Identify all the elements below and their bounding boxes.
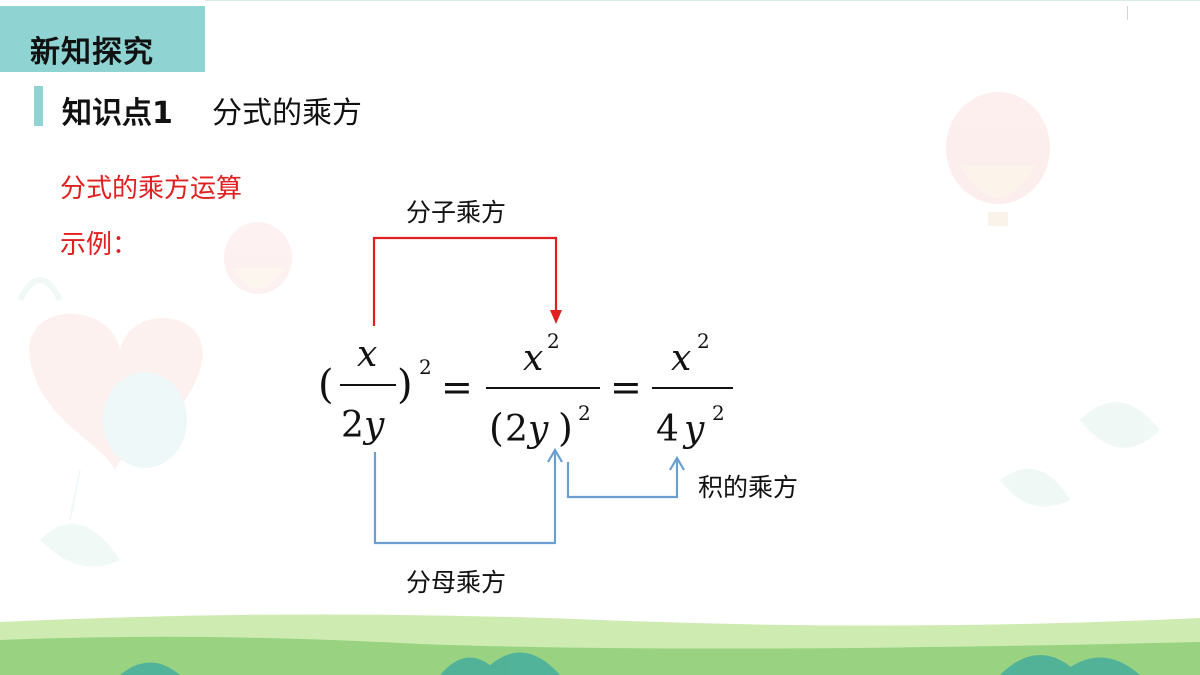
- balloon-icon: [29, 313, 203, 521]
- denominator-arrow: [373, 447, 563, 545]
- right-paren: ): [558, 406, 573, 450]
- leaf-icon: [120, 652, 1140, 675]
- denominator-y: y: [362, 405, 385, 446]
- grass-band: [0, 636, 1200, 675]
- knowledge-point-number: 知识点1: [62, 96, 173, 131]
- top-tick: [1127, 6, 1128, 20]
- right-paren: ): [397, 362, 413, 408]
- exponent: 2: [578, 401, 591, 425]
- equals-sign: =: [610, 365, 642, 409]
- numerator-x: x: [357, 334, 377, 375]
- intro-line: 分式的乘方运算: [60, 174, 243, 204]
- exponent: 2: [547, 329, 560, 353]
- denominator-power-label: 分母乘方: [406, 568, 507, 597]
- exponent: 2: [697, 329, 710, 353]
- denominator-coefficient: 2: [505, 409, 528, 450]
- product-arrow: [566, 455, 685, 499]
- exponent: 2: [419, 355, 432, 379]
- leaf-icon: [17, 277, 1160, 567]
- numerator-x: x: [523, 338, 543, 379]
- numerator-power-label: 分子乘方: [406, 198, 507, 227]
- exponent: 2: [712, 401, 725, 425]
- top-rule: [205, 0, 1200, 1]
- denominator-coefficient: 4: [656, 409, 679, 450]
- section-title: 新知探究: [30, 35, 154, 70]
- knowledge-point-bar: [34, 86, 43, 126]
- product-power-label: 积的乘方: [698, 473, 799, 502]
- numerator-x: x: [671, 338, 691, 379]
- numerator-arrow: [372, 236, 562, 326]
- denominator-coefficient: 2: [341, 405, 364, 446]
- left-paren: (: [318, 362, 334, 408]
- example-label: 示例：: [60, 230, 139, 260]
- equals-sign: =: [441, 365, 473, 409]
- left-paren: (: [489, 406, 504, 450]
- section-banner: 新知探究: [0, 6, 205, 72]
- denominator-y: y: [526, 409, 549, 450]
- denominator-y: y: [682, 409, 705, 450]
- balloon-icon: [224, 222, 292, 294]
- knowledge-point-name: 分式的乘方: [212, 96, 362, 131]
- balloon-icon: [946, 92, 1050, 226]
